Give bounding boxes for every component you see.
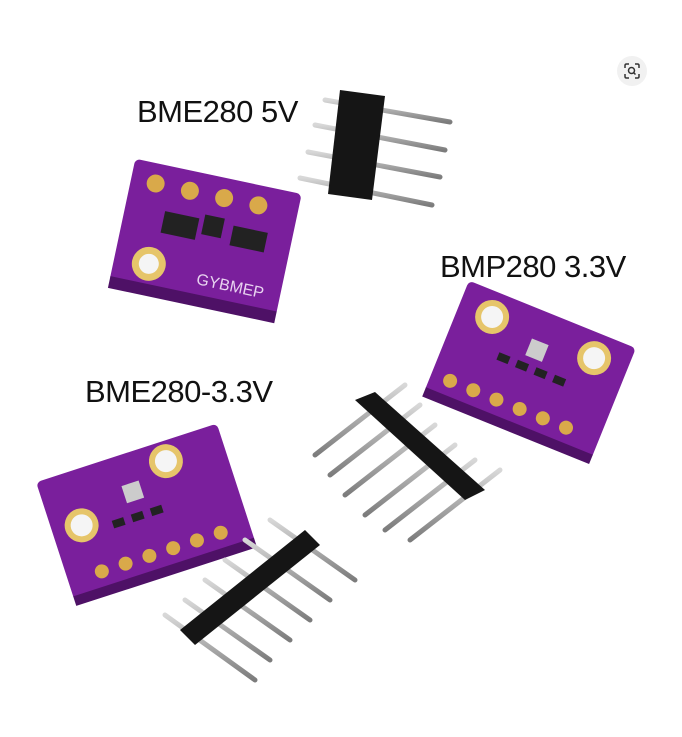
label-bme280-3v3: BME280-3.3V (85, 374, 273, 409)
label-bmp280-3v3: BMP280 3.3V (440, 249, 626, 284)
label-bme280-5v: BME280 5V (137, 94, 298, 129)
pin-header-6-middle (312, 382, 503, 543)
board-bmp280-3v3 (422, 282, 635, 464)
board-bme280-3v3 (37, 424, 257, 606)
visual-search-button[interactable] (617, 56, 647, 86)
pin-header-6-bottom (162, 517, 358, 683)
lens-search-icon (624, 63, 640, 79)
board-bme280-5v: GYBMEP (107, 159, 301, 324)
pin-header-4 (297, 90, 453, 208)
